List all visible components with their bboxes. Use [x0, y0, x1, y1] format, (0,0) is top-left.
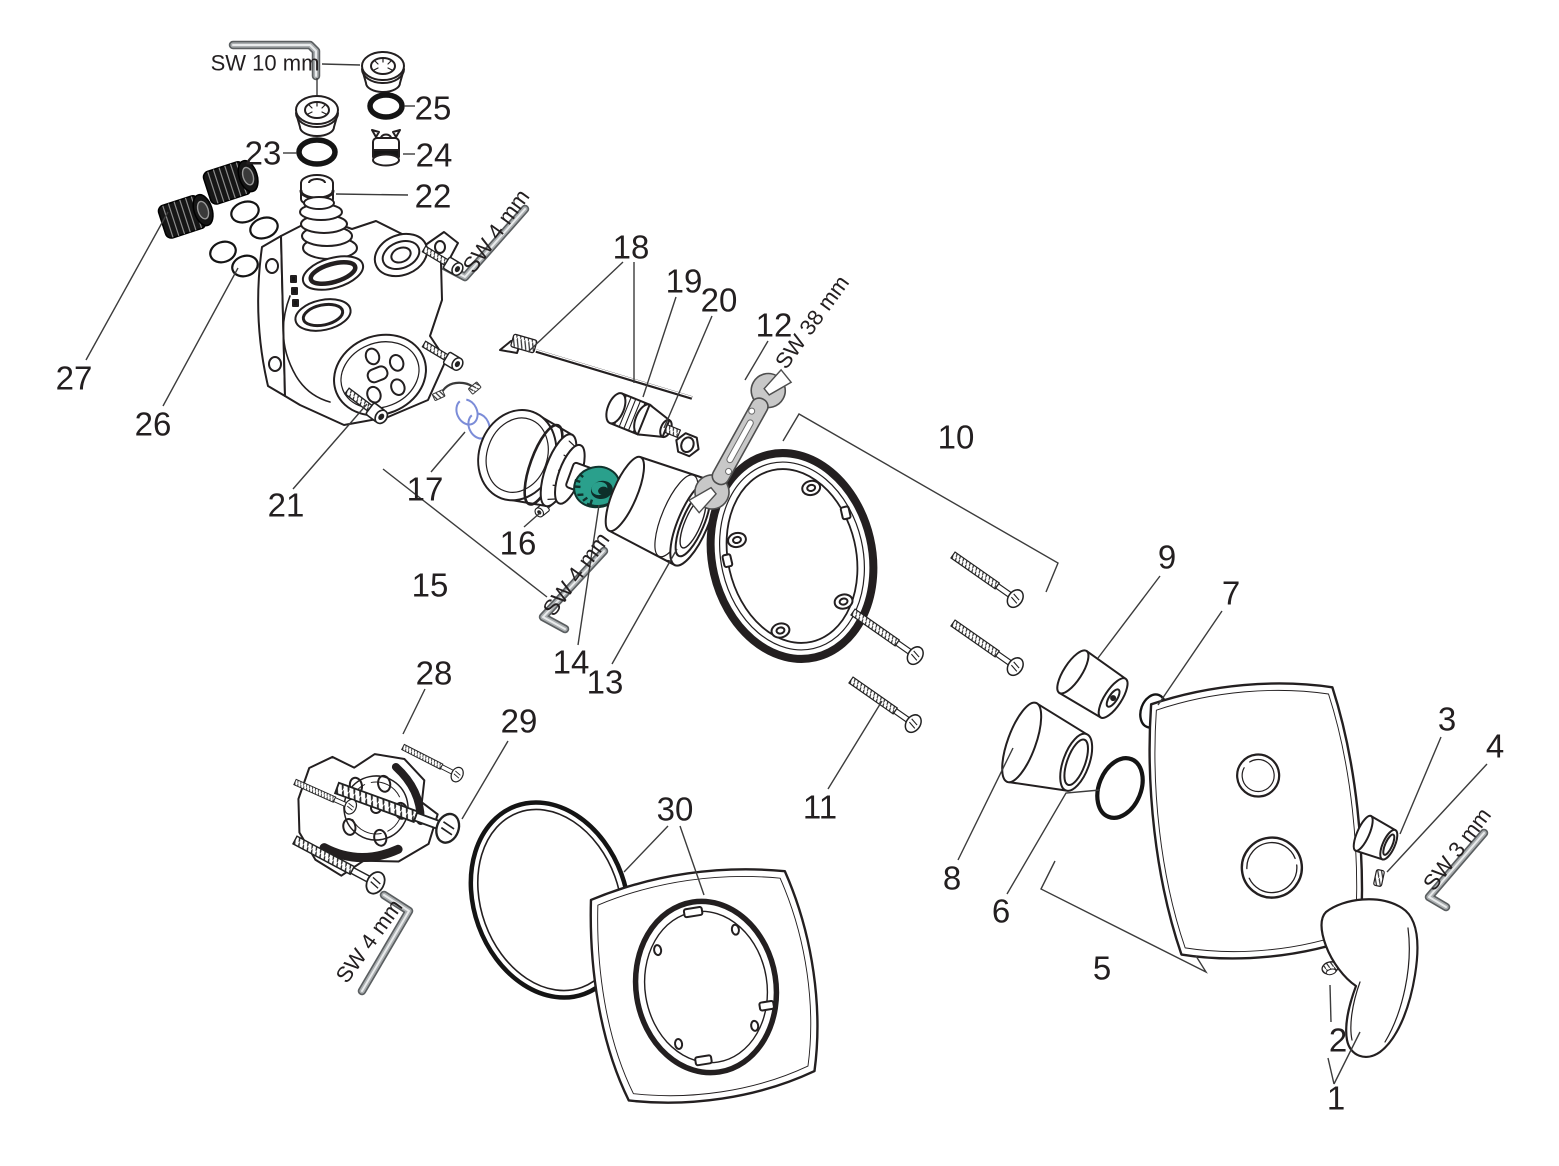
leader-line-3 — [1399, 736, 1442, 835]
callout-label-3: 3 — [1438, 701, 1456, 738]
leader-line-29 — [461, 740, 509, 820]
part-set-screw-4 — [1373, 869, 1385, 887]
callout-label-29: 29 — [501, 703, 538, 740]
callout-label-14: 14 — [553, 644, 590, 681]
part-handle-1 — [1320, 898, 1419, 1058]
callout-label-24: 24 — [416, 137, 453, 174]
part-knob-3 — [1352, 814, 1399, 861]
callout-label-23: 23 — [245, 135, 282, 172]
leader-line-7 — [1157, 610, 1223, 706]
allen-key-sw4-bottom-icon — [357, 890, 414, 996]
leader-line-9 — [1097, 575, 1161, 659]
leader-line-20 — [663, 315, 713, 429]
leader-line-26 — [162, 267, 239, 407]
leader-line-15 — [382, 468, 548, 598]
callout-label-12: 12 — [756, 307, 793, 344]
callout-label-8: 8 — [943, 860, 961, 897]
callout-label-9: 9 — [1158, 539, 1176, 576]
part-sleeve-13 — [604, 455, 717, 567]
part-filter-27a — [202, 159, 259, 205]
part-filter-27b — [157, 193, 214, 239]
callout-label-27: 27 — [56, 360, 93, 397]
leader-line-14 — [577, 504, 600, 646]
part-rosette-30 — [589, 868, 819, 1104]
leader-line-1 — [1333, 1031, 1361, 1085]
leader-line-11 — [827, 700, 883, 790]
part-extension-pin-18 — [499, 333, 693, 400]
leader-line-2 — [1329, 984, 1332, 1023]
callout-label-20: 20 — [701, 282, 738, 319]
part-orings-26 — [209, 200, 279, 278]
callout-label-6: 6 — [992, 893, 1010, 930]
callout-label-11: 11 — [803, 789, 837, 826]
leader-line-12 — [744, 340, 769, 381]
callout-label-21: 21 — [268, 487, 305, 524]
leader-line-22 — [335, 193, 409, 196]
callout-label-13: 13 — [587, 664, 624, 701]
leader-line-17 — [430, 431, 466, 473]
callout-label-19: 19 — [666, 263, 703, 300]
allen-key-sw4-mid-icon — [538, 546, 609, 634]
part-oring-6 — [1095, 756, 1145, 820]
open-end-wrench-sw38-icon — [688, 368, 793, 514]
leader-line-6 — [1006, 789, 1101, 895]
part-extension-9 — [1056, 649, 1129, 719]
leader-line-27 — [85, 211, 169, 361]
part-adapter-19-20 — [605, 392, 700, 458]
part-oval-seal-30 — [468, 800, 632, 1000]
callout-label-17: 17 — [407, 471, 444, 508]
callout-label-15: 15 — [412, 567, 449, 604]
callout-label-22: 22 — [415, 178, 452, 215]
leader-line-30 — [679, 825, 705, 896]
leader-line-28 — [402, 688, 426, 735]
callout-label-18: 18 — [613, 229, 650, 266]
part-safety-clips-17 — [432, 381, 491, 440]
callout-label-7: 7 — [1222, 575, 1240, 612]
part-extension-bracket-28 — [297, 753, 439, 877]
callout-label-4: 4 — [1486, 728, 1504, 765]
leader-line-4 — [1386, 763, 1488, 873]
leader-line-18 — [527, 261, 624, 353]
leader-lines-layer — [85, 63, 1488, 1085]
part-screw-plug — [295, 95, 339, 137]
leader-line-1 — [1327, 1057, 1335, 1085]
leader-line-5 — [1040, 860, 1208, 974]
part-oring-25 — [367, 92, 405, 120]
callout-label-30: 30 — [657, 791, 694, 828]
allen-key-sw4-top-icon — [426, 204, 530, 282]
part-valve-body — [257, 196, 459, 426]
allen-key-sw3-icon — [1424, 828, 1489, 912]
callout-label-26: 26 — [135, 406, 172, 443]
callout-label-10: 10 — [938, 419, 975, 456]
allen-key-sw10-icon — [228, 40, 321, 81]
callout-label-1: 1 — [1327, 1080, 1345, 1117]
callout-label-5: 5 — [1093, 950, 1111, 987]
leader-line-sw10-key — [321, 63, 361, 66]
part-sleeve-8 — [1001, 701, 1094, 792]
leader-line-16 — [523, 511, 542, 528]
callout-label-16: 16 — [500, 525, 537, 562]
leader-line-19 — [642, 296, 677, 398]
part-oring-23 — [296, 137, 338, 167]
callout-label-25: 25 — [415, 90, 452, 127]
tool-label-sw-10-mm: SW 10 mm — [211, 51, 320, 76]
part-screw-plug-top — [361, 51, 405, 93]
part-mounting-ring-10 — [706, 449, 878, 663]
callout-label-2: 2 — [1329, 1022, 1347, 1059]
leader-line-8 — [957, 747, 1014, 861]
leader-line-30 — [623, 825, 669, 873]
part-cartridge-15 — [477, 409, 603, 508]
callout-label-28: 28 — [416, 655, 453, 692]
leader-line-10 — [782, 413, 1059, 593]
part-check-valve-24 — [371, 129, 401, 167]
leader-line-13 — [611, 548, 678, 665]
leader-line-21 — [292, 403, 368, 490]
